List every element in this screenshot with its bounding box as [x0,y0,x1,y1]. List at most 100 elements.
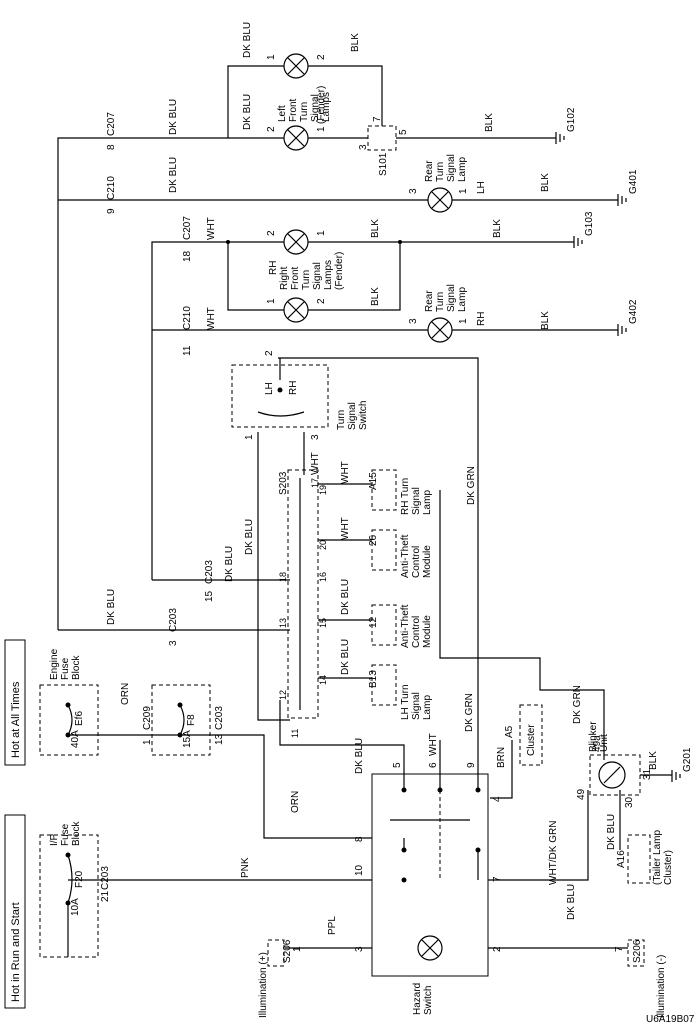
right-front-lamps: 2 1 1 2 RH Right Front Turn Signal Lamps… [266,229,345,323]
svg-text:17: 17 [310,478,320,488]
svg-text:18: 18 [278,572,288,582]
svg-text:Signal: Signal [312,262,323,290]
ground-g103: G103 [573,211,595,248]
svg-text:C203: C203 [100,866,111,890]
cluster: Cluster A5 [504,704,543,766]
svg-text:RH: RH [476,312,487,326]
svg-text:2: 2 [266,230,277,236]
svg-text:Turn: Turn [299,102,310,122]
svg-text:S203: S203 [278,471,289,495]
svg-text:G102: G102 [566,107,577,132]
svg-text:RH: RH [268,261,279,275]
svg-text:DK BLU: DK BLU [244,519,255,555]
svg-text:LH Turn: LH Turn [400,684,411,720]
svg-text:1: 1 [266,298,277,304]
svg-text:LH: LH [476,181,487,194]
ground-g401: G401 [617,169,639,206]
svg-text:C209: C209 [142,706,153,730]
svg-text:Hazard: Hazard [412,983,423,1015]
svg-text:C207: C207 [182,216,193,240]
svg-text:1: 1 [316,230,327,236]
svg-text:DK BLU: DK BLU [106,589,117,625]
svg-text:C203: C203 [214,706,225,730]
svg-text:C210: C210 [182,306,193,330]
svg-text:Cluster): Cluster) [663,850,674,885]
svg-text:WHT: WHT [340,517,351,540]
rear-rh-lamp: 3 1 Rear Turn Signal Lamp RH [408,284,487,343]
svg-text:DK BLU: DK BLU [340,579,351,615]
svg-text:13: 13 [278,618,288,628]
module-anti-theft-2: Anti-Theft Control Module 26 [368,529,433,578]
svg-text:Blinker: Blinker [588,721,599,752]
rear-lh-lamp: 3 1 Rear Turn Signal Lamp LH [408,154,487,213]
svg-text:PPL: PPL [327,916,338,935]
svg-text:PNK: PNK [240,857,251,878]
svg-text:Switch: Switch [358,401,369,430]
svg-text:8: 8 [354,836,365,842]
svg-text:2: 2 [266,126,277,132]
svg-text:3: 3 [354,946,365,952]
svg-text:49: 49 [576,788,587,800]
fuse-f8: F8 15A C209 1 C203 13 [142,684,225,756]
svg-text:3: 3 [310,434,321,440]
svg-text:B13: B13 [368,670,379,688]
svg-text:2: 2 [316,54,327,60]
svg-text:1: 1 [316,126,327,132]
ip-fuse-block: I/P Fuse Block F20 10A C203 21 [39,821,111,958]
svg-text:1: 1 [292,946,303,952]
svg-text:Lamp: Lamp [457,287,468,312]
svg-text:DK BLU: DK BLU [168,157,179,193]
svg-text:4: 4 [492,796,503,802]
svg-text:10A: 10A [70,898,81,916]
svg-text:Module: Module [422,615,433,648]
svg-text:15A: 15A [182,730,193,748]
svg-text:G201: G201 [682,747,693,772]
svg-text:Hot at All Times: Hot at All Times [10,681,22,758]
module-rh-turn-lamp: RH Turn Signal Lamp A15 [368,469,433,515]
svg-text:15: 15 [318,618,328,628]
svg-text:Lamp: Lamp [422,490,433,515]
svg-text:13: 13 [214,733,225,745]
svg-text:10: 10 [354,864,365,876]
svg-text:WHT: WHT [206,307,217,330]
svg-text:3: 3 [168,640,179,646]
svg-text:Signal: Signal [411,487,422,515]
svg-text:(Fender): (Fender) [316,86,327,124]
svg-text:DK BLU: DK BLU [354,738,365,774]
module-lh-turn-lamp: LH Turn Signal Lamp B13 [368,664,433,720]
svg-text:Control: Control [411,546,422,578]
svg-text:7: 7 [492,876,503,882]
svg-text:WHT: WHT [206,217,217,240]
svg-text:Illumination (+): Illumination (+) [258,952,269,1018]
svg-text:7: 7 [614,946,625,952]
engine-fuse-block: Engine Fuse Block Ef6 40A [39,648,99,756]
svg-text:2: 2 [492,946,503,952]
svg-text:3: 3 [408,188,419,194]
turn-signal-switch: LH RH Turn Signal Switch 1 2 3 [231,350,369,440]
svg-text:Fuse: Fuse [60,657,71,680]
svg-text:A15: A15 [368,472,379,490]
fuse-ef6: Ef6 [74,711,85,726]
left-front-lamps: 1 2 (Fender) 2 1 Left Front Turn Signal … [266,53,332,151]
svg-text:3: 3 [358,144,369,150]
svg-text:Switch: Switch [423,986,434,1015]
svg-text:12: 12 [368,616,379,628]
svg-text:30: 30 [624,796,635,808]
wiring: ORN ORN PNK PPL DK BLU DK BLU WHT DK GRN… [57,22,672,949]
svg-text:Anti-Theft: Anti-Theft [400,604,411,648]
svg-text:DK BLU: DK BLU [340,639,351,675]
svg-text:6: 6 [428,762,439,768]
svg-text:Module: Module [422,545,433,578]
svg-text:F8: F8 [186,714,197,726]
svg-text:5: 5 [398,129,409,135]
svg-text:G402: G402 [628,299,639,324]
svg-text:40A: 40A [70,730,81,748]
svg-text:Turn: Turn [301,270,312,290]
svg-text:1: 1 [458,188,469,194]
svg-text:BLK: BLK [370,219,381,238]
svg-text:(Fender): (Fender) [334,252,345,290]
power-box-all-times: Hot at All Times [4,639,26,766]
svg-text:C207: C207 [106,112,117,136]
fuse-f20: F20 [74,870,85,888]
